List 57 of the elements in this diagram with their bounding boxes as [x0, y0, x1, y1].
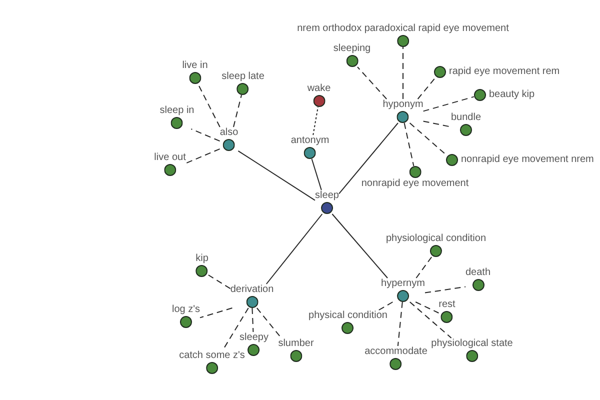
dashed-connector [208, 274, 231, 290]
node-label: bundle [450, 112, 482, 124]
node-label: wake [307, 83, 331, 95]
node-label: hypernym [381, 278, 425, 290]
node-label: physiological state [431, 338, 513, 350]
connector-line [338, 122, 398, 194]
node-label: derivation [230, 284, 274, 296]
dashed-connector [190, 128, 220, 142]
connector-line [238, 150, 316, 201]
node-label: rapid eye movement rem [449, 66, 560, 78]
dashed-connector [424, 286, 466, 294]
node-label: accommodate [364, 346, 428, 358]
dashed-connector [233, 94, 242, 128]
node-label: live in [182, 60, 208, 72]
dashed-connector [185, 148, 220, 164]
dashed-connector [256, 308, 282, 338]
node-label: physical condition [308, 310, 388, 322]
dashed-connector [417, 78, 436, 100]
dashed-connector [415, 302, 440, 314]
node-label: sleepy [240, 332, 268, 344]
node-label: nrem orthodox paradoxical rapid eye movement [297, 23, 509, 35]
dashed-connector [422, 120, 452, 128]
dashed-connector [422, 96, 474, 112]
node-label: hyponym [382, 99, 424, 111]
node-label: log z's [172, 304, 200, 316]
dashed-connector [409, 122, 446, 156]
node-label: sleep in [160, 105, 194, 117]
dashed-connector [222, 308, 249, 350]
node-label: also [220, 127, 238, 139]
dashed-connector [404, 122, 414, 166]
connector-line [311, 158, 322, 190]
connector-line [332, 214, 388, 278]
dashed-connector [252, 308, 254, 332]
dashed-connector [378, 302, 394, 310]
node-label: sleep [315, 190, 339, 202]
node-label: nonrapid eye movement [361, 178, 469, 190]
node-label: antonym [290, 135, 330, 147]
node-label: sleeping [333, 43, 371, 55]
dashed-connector [200, 308, 233, 318]
node-label: rest [438, 299, 456, 311]
node-label: live out [154, 152, 186, 164]
node-label: slumber [278, 338, 314, 350]
dashed-connector [416, 256, 432, 278]
dashed-connector [402, 46, 404, 100]
node-label: catch some z's [179, 350, 245, 362]
connector-line [266, 214, 323, 284]
node-label: physiological condition [386, 233, 486, 245]
node-label: nonrapid eye movement nrem [461, 154, 594, 166]
node-label: death [465, 267, 491, 279]
node-label: sleep late [222, 71, 264, 83]
node-label: kip [196, 253, 208, 265]
dashed-connector [397, 302, 403, 346]
dashed-connector [409, 302, 452, 338]
dotted-connector [312, 106, 318, 136]
node-label: beauty kip [489, 89, 535, 101]
dashed-connector [357, 66, 388, 100]
dashed-connector [198, 84, 220, 128]
